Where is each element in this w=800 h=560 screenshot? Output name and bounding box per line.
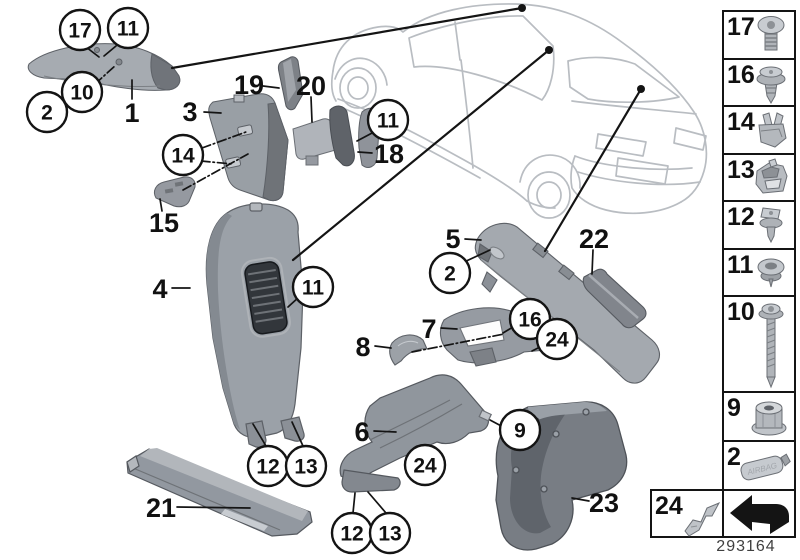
- clamp-clip-icon: [755, 158, 788, 194]
- label-1[interactable]: 1: [124, 98, 139, 128]
- plain-labels: 1 3 19 20 18 15 4 5 22 7 8 6 21 23: [124, 70, 619, 523]
- svg-text:2: 2: [444, 263, 456, 286]
- callout-12-b[interactable]: 12: [330, 511, 374, 555]
- svg-text:14: 14: [171, 145, 195, 168]
- snap-rivet-icon: [759, 207, 783, 244]
- legend-item-24[interactable]: 24: [650, 489, 724, 538]
- callout-24-a[interactable]: 24: [535, 317, 579, 361]
- callout-11-b[interactable]: 11: [366, 98, 410, 142]
- callout-14[interactable]: 14: [161, 133, 205, 177]
- part-b-pillar-upper-trim-3: [208, 93, 289, 202]
- callout-11-c[interactable]: 11: [291, 265, 335, 309]
- leader-lines: [85, 4, 645, 514]
- label-22[interactable]: 22: [579, 224, 609, 254]
- legend-item-17[interactable]: 17: [722, 10, 796, 60]
- callout-13-a[interactable]: 13: [284, 444, 328, 488]
- svg-text:11: 11: [117, 18, 140, 41]
- diagram-number: 293164: [716, 538, 776, 555]
- legend-item-11[interactable]: 11: [722, 248, 796, 297]
- part-strip-19: [277, 56, 304, 111]
- callout-12-a[interactable]: 12: [246, 444, 290, 488]
- part-strip-22: [582, 268, 647, 329]
- airbag-emblem-icon: AIRBAG: [740, 453, 791, 481]
- flange-nut-icon: [751, 401, 787, 436]
- callout-10[interactable]: 10: [60, 70, 104, 114]
- callout-13-b[interactable]: 13: [368, 511, 412, 555]
- svg-text:11: 11: [302, 277, 325, 300]
- part-bracket-20: [292, 118, 338, 166]
- vent-grille: [240, 256, 291, 338]
- retainer-bracket-icon: [684, 501, 721, 537]
- legend-item-12[interactable]: 12: [722, 200, 796, 250]
- label-7[interactable]: 7: [421, 314, 436, 344]
- svg-text:12: 12: [256, 456, 279, 479]
- label-6[interactable]: 6: [354, 417, 369, 447]
- label-15[interactable]: 15: [149, 208, 179, 238]
- label-3[interactable]: 3: [182, 97, 197, 127]
- legend-item-10[interactable]: 10: [722, 295, 796, 393]
- label-5[interactable]: 5: [445, 224, 460, 254]
- svg-text:24: 24: [545, 329, 569, 352]
- legend-item-2[interactable]: 2 AIRBAG: [722, 440, 796, 491]
- svg-text:17: 17: [68, 20, 91, 43]
- callout-24-b[interactable]: 24: [403, 443, 447, 487]
- callout-2-b[interactable]: 2: [428, 251, 472, 295]
- torx-screw-icon: [757, 16, 785, 51]
- part-quarter-trim-6: [339, 374, 493, 493]
- car-location-lines: [170, 6, 643, 262]
- grommet-icon: [757, 258, 785, 288]
- svg-text:12: 12: [340, 523, 363, 546]
- continue-arrow-box[interactable]: [722, 489, 796, 538]
- long-screw-icon: [758, 303, 784, 389]
- part-b-pillar-lower-trim-4: [205, 202, 305, 448]
- callout-9[interactable]: 9: [498, 408, 542, 452]
- circled-callouts: 17 11 10 2 14 11 11 2 16 24 9 24 12 13 1…: [25, 6, 579, 555]
- label-18[interactable]: 18: [374, 139, 404, 169]
- svg-text:24: 24: [413, 455, 437, 478]
- legend-item-13[interactable]: 13: [722, 153, 796, 202]
- svg-text:13: 13: [378, 523, 401, 546]
- svg-text:13: 13: [294, 456, 317, 479]
- svg-text:2: 2: [41, 102, 53, 125]
- part-a-pillar-trim-1: [27, 43, 181, 91]
- expanding-rivet-icon: [756, 66, 786, 105]
- label-19[interactable]: 19: [234, 70, 264, 100]
- legend-item-14[interactable]: 14: [722, 105, 796, 155]
- label-4[interactable]: 4: [152, 274, 167, 304]
- label-23[interactable]: 23: [589, 488, 619, 518]
- legend-item-16[interactable]: 16: [722, 58, 796, 107]
- spring-clip-icon: [758, 112, 787, 148]
- label-21[interactable]: 21: [146, 493, 176, 523]
- legend-item-9[interactable]: 9: [722, 391, 796, 442]
- part-cover-15: [153, 176, 196, 208]
- svg-text:16: 16: [518, 309, 541, 332]
- svg-text:11: 11: [377, 110, 400, 133]
- label-20[interactable]: 20: [296, 71, 326, 101]
- callout-17[interactable]: 17: [58, 8, 102, 52]
- svg-text:9: 9: [514, 420, 526, 443]
- part-sill-strip-21: [126, 448, 313, 537]
- callout-2-a[interactable]: 2: [25, 90, 69, 134]
- page-arrow-icon: [730, 495, 789, 534]
- svg-text:10: 10: [70, 82, 93, 105]
- label-8[interactable]: 8: [355, 332, 370, 362]
- callout-11-a[interactable]: 11: [106, 6, 150, 50]
